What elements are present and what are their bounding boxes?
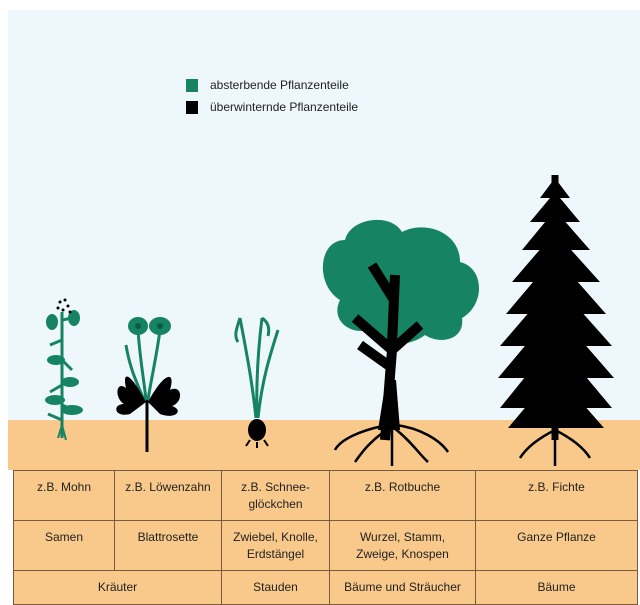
plant-table: z.B. Mohn z.B. Löwenzahn z.B. Schnee- gl… xyxy=(13,470,638,605)
legend-dying: absterbende Pflanzenteile xyxy=(186,78,349,92)
examples-row: z.B. Mohn z.B. Löwenzahn z.B. Schnee- gl… xyxy=(13,470,638,521)
organ-cell: Ganze Pflanze xyxy=(475,520,638,571)
group-cell: Stauden xyxy=(221,570,330,605)
legend-dying-label: absterbende Pflanzenteile xyxy=(210,78,349,92)
groups-row: Kräuter Stauden Bäume und Sträucher Bäum… xyxy=(13,570,638,605)
group-cell: Bäume und Sträucher xyxy=(329,570,476,605)
legend-wintering: überwinternde Pflanzenteile xyxy=(186,100,358,114)
organ-cell: Wurzel, Stamm, Zweige, Knospen xyxy=(329,520,476,571)
example-cell: z.B. Schnee- glöckchen xyxy=(221,470,330,521)
example-cell: z.B. Mohn xyxy=(13,470,115,521)
legend-wintering-label: überwinternde Pflanzenteile xyxy=(210,100,359,114)
organ-cell: Blattrosette xyxy=(114,520,222,571)
example-cell: z.B. Löwenzahn xyxy=(114,470,222,521)
organ-cell: Zwiebel, Knolle, Erdstängel xyxy=(221,520,330,571)
group-cell: Bäume xyxy=(475,570,638,605)
organ-cell: Samen xyxy=(13,520,115,571)
beech-tree xyxy=(322,219,480,466)
snowdrop-plant xyxy=(234,316,280,448)
group-cell: Kräuter xyxy=(13,570,222,605)
black-swatch xyxy=(186,100,198,114)
example-cell: z.B. Rotbuche xyxy=(329,470,476,521)
dandelion-plant xyxy=(116,317,181,452)
plant-illustrations xyxy=(45,175,614,466)
poppy-plant xyxy=(45,298,83,441)
green-swatch xyxy=(186,78,198,92)
example-cell: z.B. Fichte xyxy=(475,470,638,521)
soil-strip xyxy=(8,420,640,470)
spruce-tree xyxy=(498,175,614,466)
organs-row: Samen Blattrosette Zwiebel, Knolle, Erds… xyxy=(13,520,638,571)
